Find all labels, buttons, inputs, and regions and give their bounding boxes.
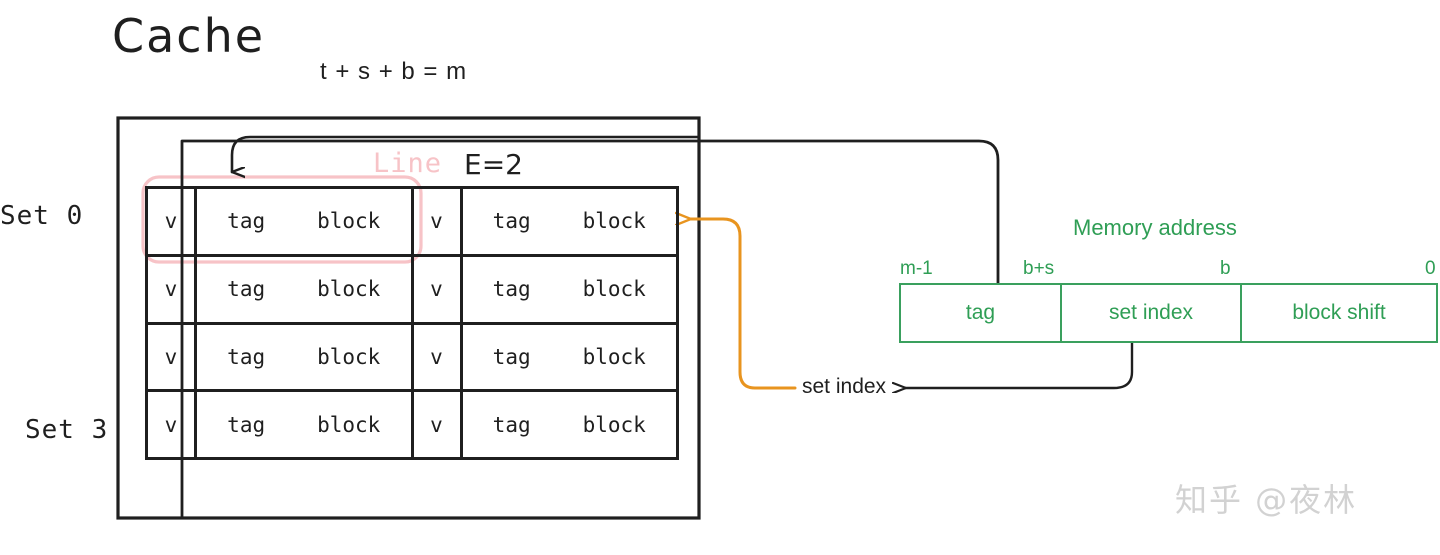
- cache-line-cell: tag block: [197, 189, 414, 254]
- table-row: v tag block v tag block: [148, 324, 677, 393]
- tag-text: tag: [227, 344, 266, 369]
- watermark: 知乎 @夜林: [1175, 481, 1358, 519]
- tag-text: tag: [492, 277, 531, 302]
- bit-label-set-block-boundary: b: [1220, 258, 1231, 279]
- valid-bit-cell: v: [148, 256, 197, 322]
- set-index-orange-arrow: [690, 219, 797, 390]
- cache-line-cell: tag block: [463, 189, 677, 254]
- memory-field-tag: tag: [901, 285, 1062, 341]
- tag-text: tag: [227, 209, 266, 234]
- tag-text: tag: [492, 412, 531, 437]
- table-row: v tag block v tag block: [148, 189, 676, 257]
- cache-line-cell: tag block: [197, 392, 414, 457]
- table-row: v tag block v tag block: [148, 256, 677, 325]
- memory-address-title: Memory address: [1073, 215, 1237, 240]
- page-title: Cache: [112, 9, 266, 63]
- bit-label-low: 0: [1425, 258, 1436, 279]
- block-text: block: [317, 344, 381, 369]
- valid-bit-cell: v: [148, 392, 197, 457]
- tag-text: tag: [227, 277, 266, 302]
- tag-text: tag: [227, 412, 266, 437]
- memory-address-bar: tag set index block shift: [899, 283, 1438, 343]
- block-text: block: [582, 412, 646, 437]
- block-text: block: [317, 412, 381, 437]
- cache-line-cell: tag block: [197, 256, 414, 322]
- valid-bit-cell: v: [414, 324, 463, 390]
- valid-bit-cell: v: [414, 256, 463, 322]
- memory-field-set-index: set index: [1062, 285, 1242, 341]
- block-text: block: [317, 209, 381, 234]
- set-last-label: Set 3: [25, 415, 109, 445]
- associativity-label: E=2: [464, 148, 523, 181]
- block-text: block: [582, 344, 646, 369]
- memory-field-block-shift: block shift: [1292, 301, 1386, 324]
- cache-table: v tag block v tag block v tag block v ta…: [145, 186, 679, 460]
- tag-text: tag: [492, 209, 531, 234]
- set-first-label: Set 0: [0, 201, 84, 231]
- block-text: block: [317, 277, 381, 302]
- table-row: v tag block v tag block: [148, 392, 676, 457]
- bit-label-high: m-1: [900, 258, 933, 279]
- tag-text: tag: [492, 344, 531, 369]
- block-text: block: [582, 277, 646, 302]
- valid-bit-cell: v: [148, 189, 197, 254]
- set-index-connector: [905, 341, 1134, 388]
- valid-bit-cell: v: [414, 392, 463, 457]
- set-index-callout-label: set index: [802, 375, 887, 398]
- cache-line-cell: tag block: [463, 257, 677, 322]
- line-label: Line: [373, 148, 443, 179]
- cache-line-cell: tag block: [197, 324, 414, 390]
- valid-bit-cell: v: [148, 324, 197, 390]
- address-formula: t + s + b = m: [320, 58, 468, 85]
- cache-line-cell: tag block: [463, 392, 677, 457]
- valid-bit-cell: v: [414, 189, 463, 254]
- cache-line-cell: tag block: [463, 325, 677, 390]
- block-text: block: [582, 209, 646, 234]
- bit-label-tag-set-boundary: b+s: [1023, 258, 1055, 279]
